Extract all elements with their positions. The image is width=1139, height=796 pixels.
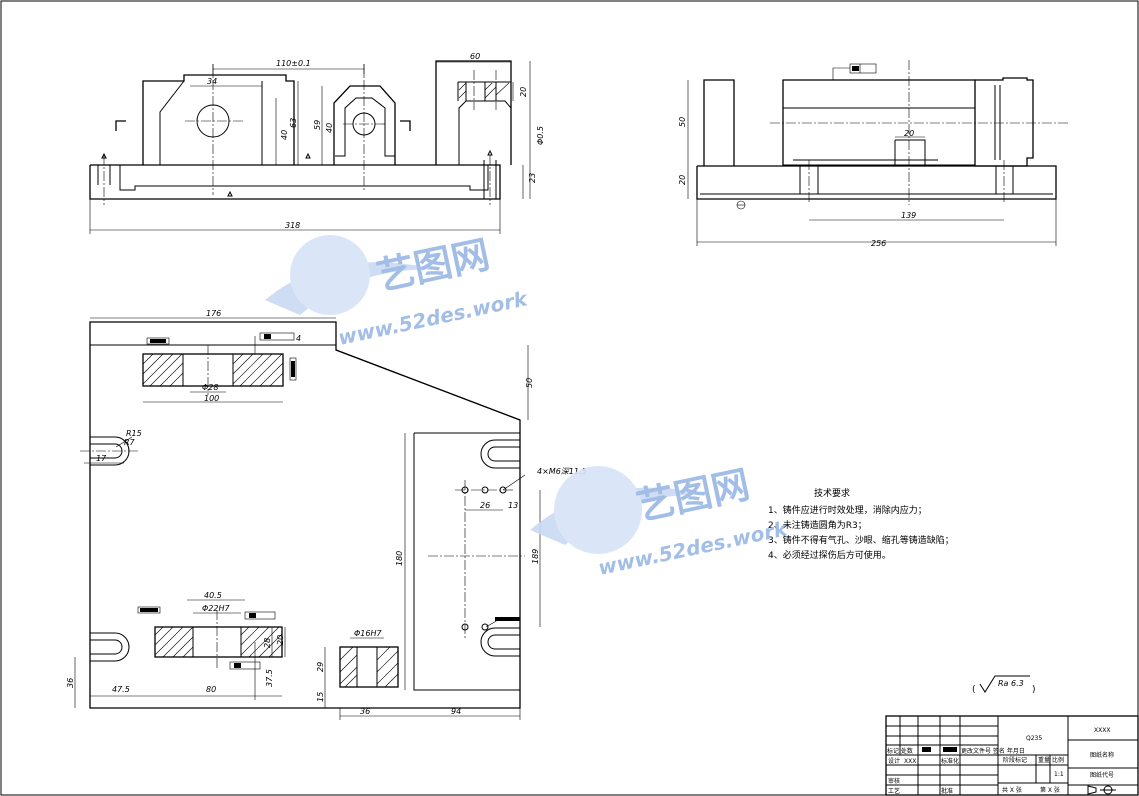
dim-15: 15 (316, 692, 325, 702)
dim-40-5: 40.5 (204, 591, 222, 600)
dim-100: 100 (204, 394, 219, 403)
technical-requirements: 技术要求 1、铸件应进行时效处理，消除内应力； 2、未注铸造圆角为R3； 3、铸… (768, 487, 954, 561)
tb-designer: XXX (904, 758, 916, 765)
tb-approve-label: 批准 (941, 787, 953, 795)
dim-139: 139 (901, 211, 916, 220)
dim-60: 60 (470, 52, 480, 61)
dim-110: 110±0.1 (276, 59, 311, 68)
plan-dimensions (74, 317, 541, 720)
tb-drawing-no: 图纸代号 (1090, 771, 1114, 779)
dim-28b: 28 (263, 638, 272, 648)
front-dimensions (89, 61, 531, 234)
roughness-symbol: ( Ra 6.3 ) (972, 675, 1036, 695)
tb-weight: 重量 (1038, 756, 1050, 764)
dim-189: 189 (531, 549, 540, 564)
dim-20d: 20 (276, 635, 285, 645)
watermark-1: 艺图网 www.52des.work (265, 232, 531, 350)
dim-318: 318 (285, 221, 300, 230)
watermark-2: 艺图网 www.52des.work (530, 462, 791, 580)
dim-63: 63 (289, 118, 298, 128)
dim-50b: 50 (525, 378, 534, 388)
watermark-cn-1: 艺图网 (373, 232, 494, 299)
side-dimensions (687, 63, 1057, 246)
front-view (89, 60, 512, 205)
tb-standard-label: 标准化 (941, 757, 959, 765)
tb-row-labels: 标记 处数 (887, 747, 913, 755)
tb-scale: 1:1 (1054, 771, 1064, 778)
tb-drawing-name: 图纸名称 (1090, 751, 1114, 759)
dim-94: 94 (451, 707, 461, 716)
svg-text:(: ( (972, 685, 976, 695)
dim-40a: 40 (280, 130, 289, 140)
dim-40b: 40 (325, 123, 334, 133)
tb-sheet-total: 共 X 张 (1002, 786, 1022, 794)
tech-title: 技术要求 (814, 487, 850, 499)
tb-row-labels-2: 更改文件号 签名 年月日 (961, 747, 1025, 755)
dim-29: 29 (316, 662, 325, 672)
dim-4xm6: 4×M6深11.5 (537, 467, 587, 476)
tb-mark: 阶段标记 (1003, 756, 1027, 764)
tb-material: Q235 (1026, 735, 1042, 742)
tb-review-label: 审核 (888, 777, 900, 785)
dim-4: 4 (296, 334, 301, 343)
tb-designer-label: 设计 (888, 757, 900, 765)
dim-37-5: 37.5 (265, 669, 274, 687)
dim-26: 26 (480, 501, 490, 510)
dim-34: 34 (207, 77, 217, 86)
title-block: Q235 XXXX 图纸名称 图纸代号 阶段标记 重量 比例 1:1 标记 处数… (885, 715, 1139, 796)
dim-47-5: 47.5 (112, 685, 130, 694)
dim-r15: R15 (126, 429, 142, 438)
side-view (696, 60, 1068, 205)
dim-256: 256 (871, 239, 886, 248)
dimension-labels: 110±0.1 60 34 40 63 59 40 20 Φ0.5 23 318… (66, 52, 916, 716)
tb-scale-label: 比例 (1052, 756, 1064, 764)
tb-craft-label: 工艺 (888, 787, 900, 795)
tech-item-2: 2、未注铸造圆角为R3； (768, 519, 867, 531)
dim-36b: 36 (360, 707, 370, 716)
dim-36a: 36 (66, 678, 75, 688)
watermark-url-1: www.52des.work (336, 286, 531, 350)
dim-20a: 20 (519, 87, 528, 97)
svg-text:): ) (1032, 685, 1036, 695)
dim-80: 80 (206, 685, 216, 694)
dim-17: 17 (96, 454, 107, 463)
dim-20c: 20 (904, 129, 914, 138)
dim-59: 59 (313, 120, 322, 130)
dim-22h7: Φ22H7 (202, 604, 230, 613)
watermark-cn-2: 艺图网 (633, 462, 754, 529)
tech-item-4: 4、必须经过探伤后方可使用。 (768, 549, 891, 561)
tb-company: XXXX (1094, 727, 1110, 734)
dim-28: Φ28 (202, 383, 218, 392)
dim-180: 180 (395, 551, 404, 566)
dim-16h7: Φ16H7 (354, 629, 382, 638)
tech-item-1: 1、铸件应进行时效处理，消除内应力； (768, 504, 927, 516)
dim-176: 176 (206, 309, 221, 318)
dim-50a: 50 (678, 117, 687, 127)
plan-view (80, 321, 525, 709)
dim-r7: R7 (124, 438, 136, 447)
dim-13: 13 (508, 501, 518, 510)
tb-sheet-no: 第 X 张 (1040, 786, 1060, 794)
dim-805: Φ0.5 (536, 126, 545, 145)
dim-23: 23 (528, 173, 537, 183)
tech-item-3: 3、铸件不得有气孔、沙眼、缩孔等铸造缺陷； (768, 534, 954, 546)
dim-20b: 20 (678, 175, 687, 185)
roughness-value: Ra 6.3 (998, 679, 1024, 688)
